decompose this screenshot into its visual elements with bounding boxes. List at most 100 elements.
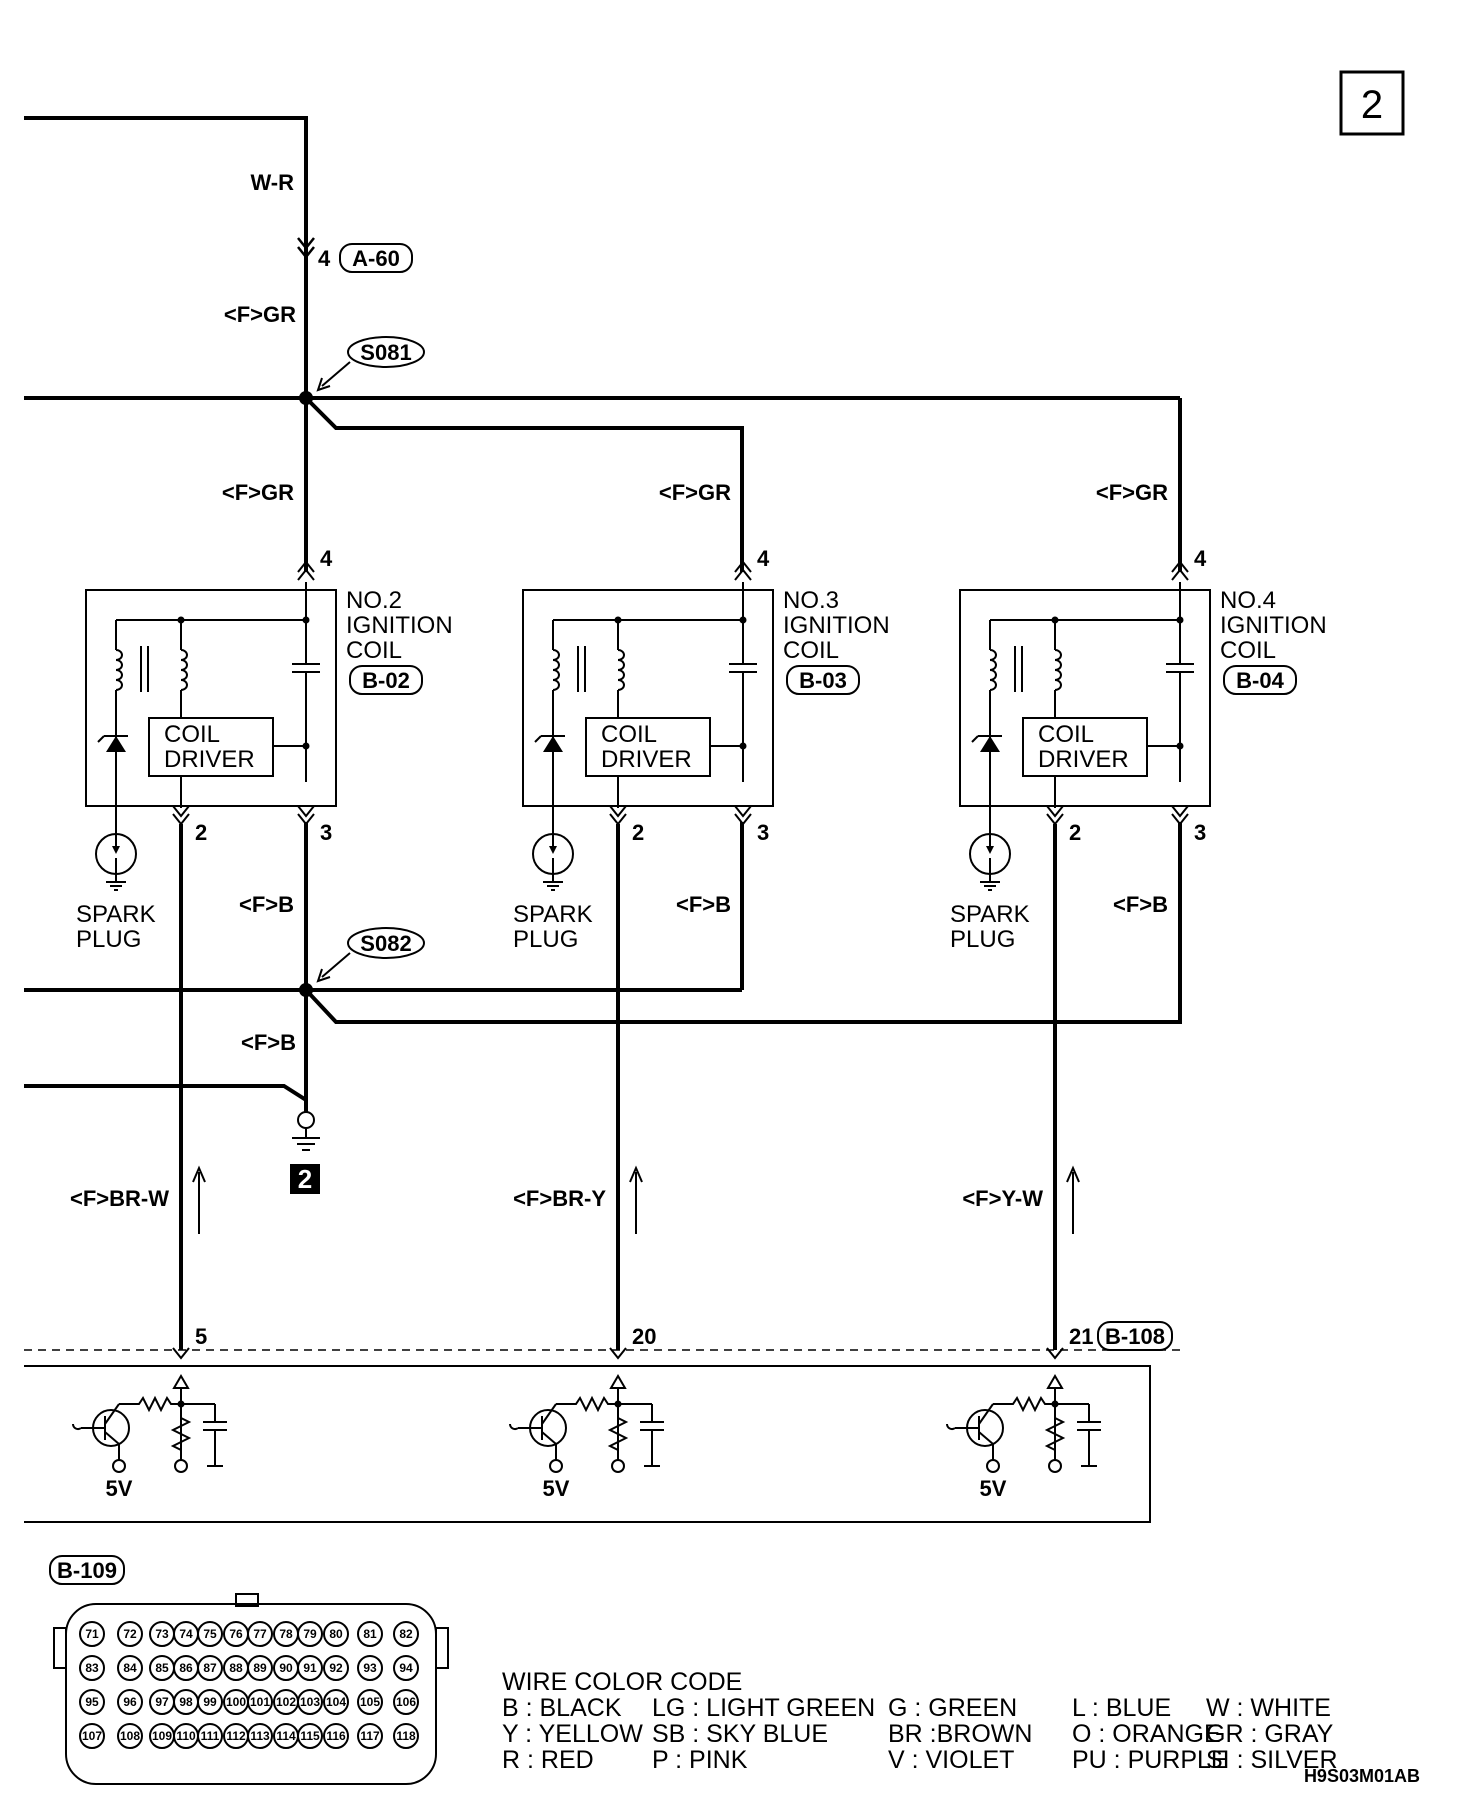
connector-cavity: 107 xyxy=(79,1723,105,1749)
svg-text:SPARK: SPARK xyxy=(513,901,593,928)
svg-text:118: 118 xyxy=(396,1729,416,1743)
coil-connector-tag: B-04 xyxy=(1223,665,1297,695)
svg-text:PLUG: PLUG xyxy=(513,926,578,953)
svg-text:83: 83 xyxy=(85,1661,99,1675)
svg-text:84: 84 xyxy=(123,1661,137,1675)
svg-text:2: 2 xyxy=(298,1164,312,1194)
ecu-connector-tag: B-108 xyxy=(1097,1321,1173,1351)
svg-text:78: 78 xyxy=(279,1627,293,1641)
svg-text:72: 72 xyxy=(123,1627,137,1641)
ground-wire-label: <F>B xyxy=(1113,892,1168,917)
coil-title-line2: IGNITION xyxy=(783,612,890,639)
svg-text:DRIVER: DRIVER xyxy=(1038,746,1129,773)
connector-cavity: 115 xyxy=(297,1723,323,1749)
connector-cavity: 84 xyxy=(117,1655,143,1681)
svg-text:100: 100 xyxy=(226,1695,246,1709)
signal-wire-label: <F>Y-W xyxy=(962,1186,1043,1211)
ecu-input-circuit: 5V xyxy=(946,1374,1101,1501)
svg-text:DRIVER: DRIVER xyxy=(164,746,255,773)
svg-text:93: 93 xyxy=(363,1661,377,1675)
svg-text:SPARK: SPARK xyxy=(76,901,156,928)
connector-cavity: 85 xyxy=(149,1655,175,1681)
connector-cavity: 106 xyxy=(393,1689,419,1715)
connector-cavity: 114 xyxy=(273,1723,299,1749)
svg-text:77: 77 xyxy=(253,1627,267,1641)
feed-wire-label: <F>GR xyxy=(659,480,731,505)
pin-ground: 3 xyxy=(1194,820,1206,845)
splice-dot-upper xyxy=(299,391,313,405)
svg-text:85: 85 xyxy=(155,1661,169,1675)
connector-cavity: 112 xyxy=(223,1723,249,1749)
splice-dot-lower xyxy=(299,983,313,997)
svg-text:71: 71 xyxy=(85,1627,99,1641)
svg-text:B-108: B-108 xyxy=(1105,1324,1165,1349)
upper-bus xyxy=(24,396,1182,572)
connector-cavity: 90 xyxy=(273,1655,299,1681)
wire-color-entry: LG : LIGHT GREEN xyxy=(652,1694,875,1722)
connector-cavity: 111 xyxy=(197,1723,223,1749)
wire-color-entry: PU : PURPLE xyxy=(1072,1746,1228,1774)
svg-text:113: 113 xyxy=(250,1729,270,1743)
connector-b109-tag: B-109 xyxy=(49,1555,125,1585)
splice-s082: S082 xyxy=(316,927,425,983)
svg-text:S081: S081 xyxy=(360,340,411,365)
coil-connector-tag: B-03 xyxy=(786,665,860,695)
coil-title-line2: IGNITION xyxy=(1220,612,1327,639)
connector-cavity: 91 xyxy=(297,1655,323,1681)
ecu-pin: 5 xyxy=(195,1324,207,1349)
svg-text:103: 103 xyxy=(300,1695,320,1709)
wire-color-entry: P : PINK xyxy=(652,1746,748,1774)
svg-text:76: 76 xyxy=(229,1627,243,1641)
svg-text:90: 90 xyxy=(279,1661,293,1675)
connector-cavity: 73 xyxy=(149,1621,175,1647)
connector-cavity: 92 xyxy=(323,1655,349,1681)
ground-wire-label: <F>B xyxy=(241,1030,296,1055)
wire-color-entry: O : ORANGE xyxy=(1072,1720,1221,1748)
coil-title-line2: IGNITION xyxy=(346,612,453,639)
connector-cavity: 86 xyxy=(173,1655,199,1681)
svg-text:B-109: B-109 xyxy=(57,1558,117,1583)
connector-cavity: 76 xyxy=(223,1621,249,1647)
wire-color-entry: BR :BROWN xyxy=(888,1720,1032,1748)
pin-in: 4 xyxy=(757,546,770,571)
coil-title-line3: COIL xyxy=(783,637,839,664)
svg-text:102: 102 xyxy=(276,1695,296,1709)
svg-text:79: 79 xyxy=(303,1627,317,1641)
pin-in: 4 xyxy=(320,546,333,571)
wire-color-entry: L : BLUE xyxy=(1072,1694,1171,1722)
connector-cavity: 116 xyxy=(323,1723,349,1749)
ecu-pin: 20 xyxy=(632,1324,656,1349)
svg-text:109: 109 xyxy=(152,1729,172,1743)
connector-cavity: 72 xyxy=(117,1621,143,1647)
svg-text:75: 75 xyxy=(203,1627,217,1641)
svg-text:106: 106 xyxy=(396,1695,416,1709)
connector-cavity: 78 xyxy=(273,1621,299,1647)
svg-text:96: 96 xyxy=(123,1695,137,1709)
coil-module-box xyxy=(522,589,774,807)
connector-cavity: 102 xyxy=(273,1689,299,1715)
svg-text:PLUG: PLUG xyxy=(950,926,1015,953)
svg-text:94: 94 xyxy=(399,1661,413,1675)
connector-cavity: 97 xyxy=(149,1689,175,1715)
svg-text:91: 91 xyxy=(303,1661,317,1675)
svg-text:80: 80 xyxy=(329,1627,343,1641)
feed-wire-label: <F>GR xyxy=(1096,480,1168,505)
page-number: 2 xyxy=(1361,83,1383,127)
svg-text:98: 98 xyxy=(179,1695,193,1709)
supply-voltage-label: 5V xyxy=(543,1476,570,1501)
ecu-input-circuit: 5V xyxy=(72,1374,227,1501)
coil-module-box xyxy=(959,589,1211,807)
connector-cavity: 113 xyxy=(247,1723,273,1749)
svg-text:A-60: A-60 xyxy=(352,246,400,271)
connector-cavity: 88 xyxy=(223,1655,249,1681)
connector-cavity: 94 xyxy=(393,1655,419,1681)
ecu-pin: 21 xyxy=(1069,1324,1093,1349)
svg-text:COIL: COIL xyxy=(164,721,220,748)
pin-driver: 2 xyxy=(195,820,207,845)
